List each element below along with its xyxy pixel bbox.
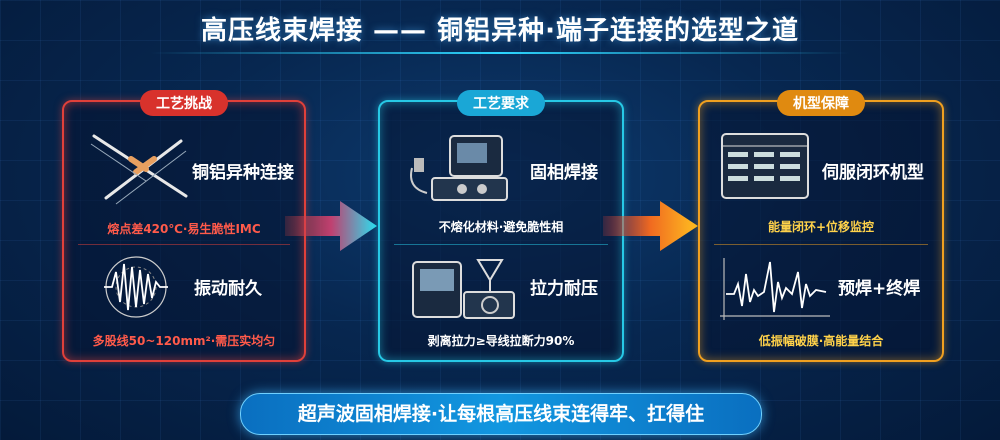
caption-strand-size: 多股线50~120mm²·需压实均匀 — [92, 334, 276, 348]
item-label-servo-closed-loop: 伺服闭环机型 — [822, 163, 924, 183]
control-panel-icon — [721, 133, 809, 199]
crossed-wires-icon — [90, 134, 188, 205]
tensile-tester-icon — [412, 259, 515, 319]
item-label-solid-state-welding: 固相焊接 — [530, 163, 598, 183]
divider — [78, 244, 290, 245]
divider — [714, 244, 928, 245]
divider — [394, 244, 608, 245]
caption-energy-closed-loop: 能量闭环+位移监控 — [767, 220, 875, 234]
panel-badge-requirement: 工艺要求 — [457, 90, 545, 116]
item-label-vibration: 振动耐久 — [194, 279, 262, 299]
arrow-right-icon — [285, 201, 377, 251]
arrow-right-icon — [603, 201, 698, 251]
page-title: 高压线束焊接 —— 铜铝异种·端子连接的选型之道 — [201, 16, 799, 46]
caption-peel-strength: 剥离拉力≥导线拉断力90% — [427, 334, 575, 348]
caption-no-melting: 不熔化材料·避免脆性相 — [438, 220, 564, 234]
item-label-cu-al-joint: 铜铝异种连接 — [192, 163, 294, 183]
panel-badge-challenge: 工艺挑战 — [140, 90, 228, 116]
waveform-icon — [720, 258, 830, 320]
title-underline — [150, 52, 850, 54]
caption-low-amplitude: 低振幅破膜·高能量结合 — [758, 334, 884, 348]
vibration-icon — [104, 256, 168, 318]
panel-process-challenge: 工艺挑战 铜铝异种连接 熔点差420℃·易生脆性IMC 振动耐久 多股线50~1… — [62, 90, 306, 362]
caption-melting-point: 熔点差420℃·易生脆性IMC — [107, 222, 261, 236]
welding-machine-icon — [410, 135, 508, 201]
panel-badge-guarantee: 机型保障 — [777, 90, 865, 116]
footer-banner: 超声波固相焊接·让每根高压线束连得牢、扛得住 — [240, 393, 762, 435]
panel-machine-guarantee: 机型保障 伺服闭环机型 能量闭环+位移监控 预焊+终焊 低振幅破膜·高能量结合 — [698, 90, 944, 362]
item-label-pre-final-weld: 预焊+终焊 — [838, 279, 921, 299]
panel-process-requirement: 工艺要求 固相焊接 不熔化材料·避免脆性相 拉力耐压 剥离拉力≥导线拉断力90% — [378, 90, 624, 362]
item-label-tensile: 拉力耐压 — [530, 279, 598, 299]
